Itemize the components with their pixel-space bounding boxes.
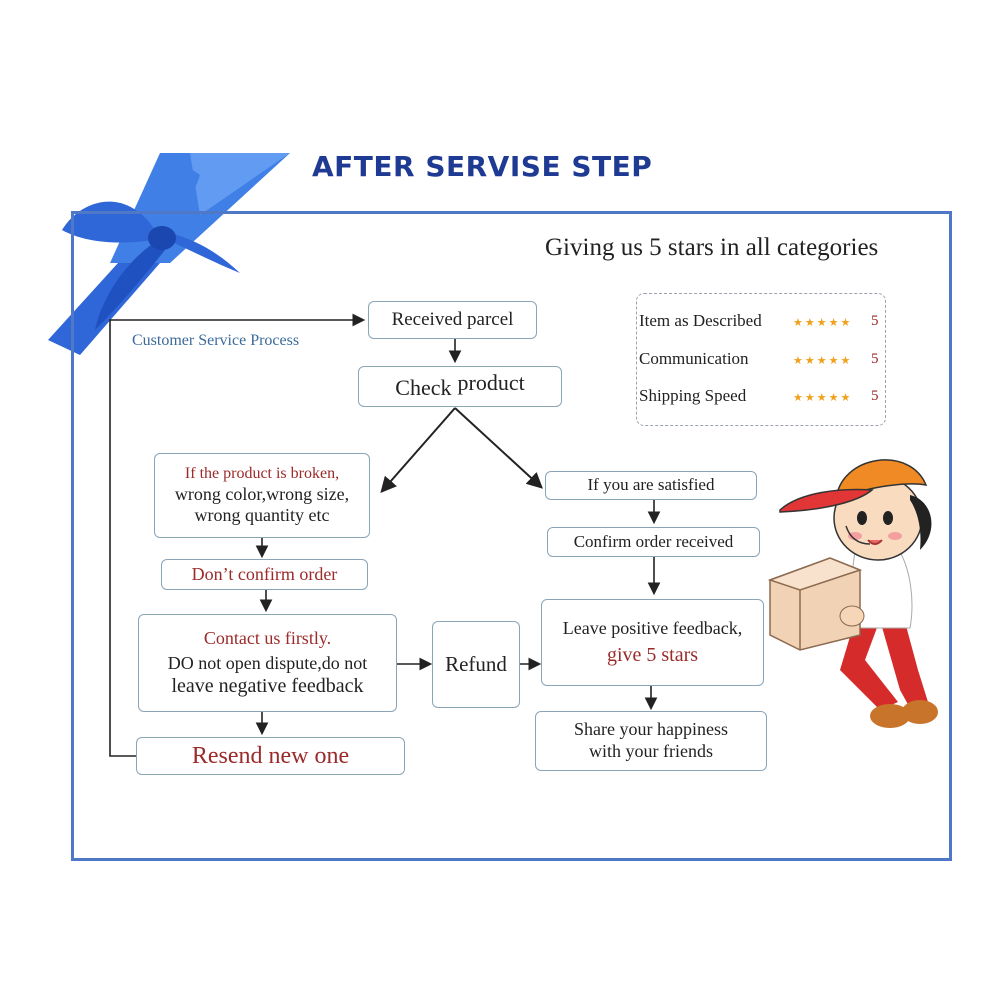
leave-feedback-box: Leave positive feedback, give 5 stars [541, 599, 764, 686]
rating-score: 5 [871, 351, 879, 367]
received-parcel-box: Received parcel [368, 301, 537, 339]
leave-line1: Leave positive feedback, [562, 617, 743, 638]
rating-score: 5 [871, 313, 879, 329]
ratings-panel: Item as Described ★★★★★ 5 Communication … [636, 293, 886, 426]
check-product-box: Check product [358, 366, 562, 407]
page-title: AFTER SERVISE STEP [312, 150, 653, 183]
rating-label: Shipping Speed [639, 386, 747, 405]
content-frame [71, 211, 952, 861]
confirm-received-label: Confirm order received [573, 531, 734, 551]
process-label: Customer Service Process [132, 332, 300, 349]
refund-label: Refund [445, 651, 507, 676]
check-product-label-a: Check [395, 375, 452, 401]
rating-label: Communication [639, 349, 749, 368]
dont-confirm-label: Don’t confirm order [191, 563, 338, 584]
contact-line3: leave negative feedback [171, 675, 364, 698]
broken-line3: wrong quantity etc [194, 505, 330, 526]
leave-line2: give 5 stars [606, 644, 699, 667]
broken-line1: If the product is broken, [184, 465, 340, 483]
broken-product-box: If the product is broken, wrong color,wr… [154, 453, 370, 538]
rating-stars: ★★★★★ [793, 392, 853, 404]
satisfied-box: If you are satisfied [545, 471, 757, 500]
rating-score: 5 [871, 388, 879, 404]
broken-line2: wrong color,wrong size, [174, 483, 350, 504]
contact-line2: DO not open dispute,do not [167, 652, 368, 673]
rating-label: Item as Described [639, 311, 762, 330]
received-parcel-label: Received parcel [391, 308, 514, 330]
share-box: Share your happiness with your friends [535, 711, 767, 771]
refund-box: Refund [432, 621, 520, 708]
rating-stars: ★★★★★ [793, 355, 853, 367]
resend-box: Resend new one [136, 737, 405, 775]
satisfied-label: If you are satisfied [587, 475, 715, 495]
resend-label: Resend new one [191, 742, 350, 769]
contact-line1: Contact us firstly. [203, 627, 332, 648]
share-line1: Share your happiness [574, 719, 728, 740]
subtitle: Giving us 5 stars in all categories [545, 234, 879, 261]
check-product-label-b: product [457, 370, 525, 396]
confirm-received-box: Confirm order received [547, 527, 760, 557]
dont-confirm-box: Don’t confirm order [161, 559, 368, 590]
rating-stars: ★★★★★ [793, 317, 853, 329]
delivery-boy-mascot-icon [767, 459, 938, 728]
rating-row: Item as Described [639, 311, 762, 331]
rating-row: Communication [639, 349, 749, 369]
rating-row: Shipping Speed [639, 386, 746, 406]
share-line2: with your friends [589, 741, 713, 761]
contact-us-box: Contact us firstly. DO not open dispute,… [138, 614, 397, 712]
